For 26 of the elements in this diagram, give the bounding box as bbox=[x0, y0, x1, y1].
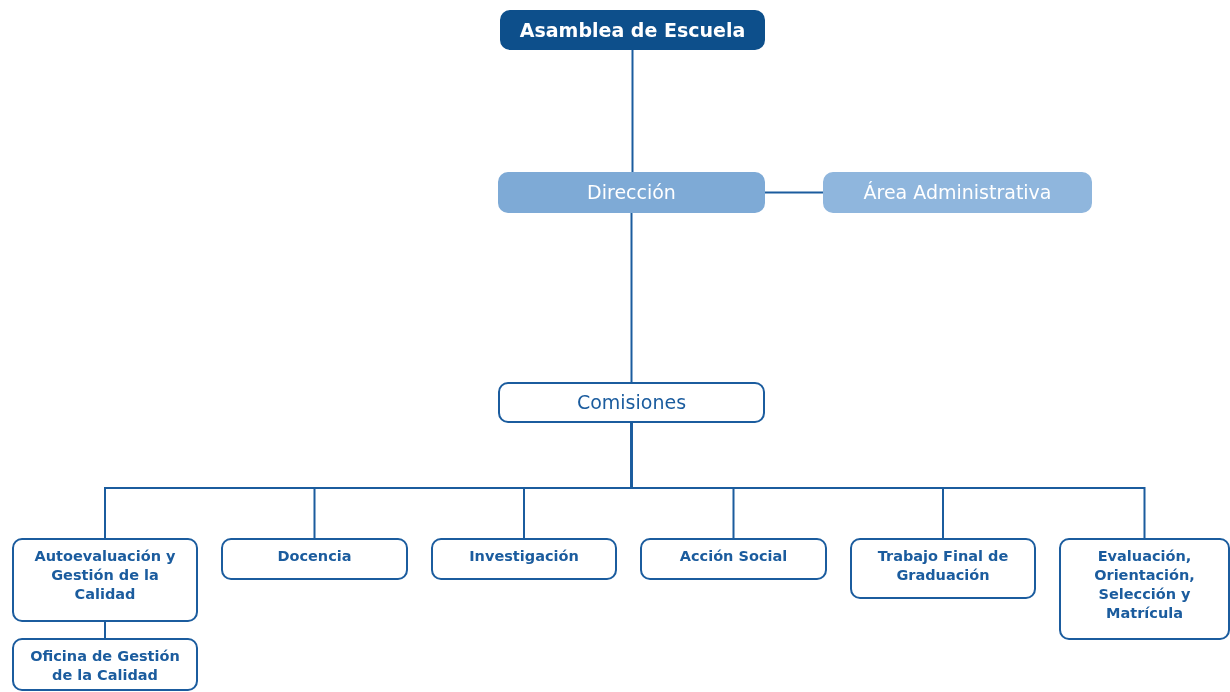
box-label: Área Administrativa bbox=[863, 180, 1052, 205]
org-box bbox=[498, 172, 765, 213]
connector-line bbox=[104, 621, 106, 639]
org-box bbox=[498, 382, 765, 423]
org-box bbox=[823, 172, 1092, 213]
org-box bbox=[431, 538, 617, 580]
org-box bbox=[500, 10, 765, 50]
box-label: Asamblea de Escuela bbox=[519, 17, 746, 43]
box-label: Comisiones bbox=[576, 390, 687, 415]
org-box bbox=[12, 538, 198, 622]
org-box bbox=[221, 538, 408, 580]
connector-line bbox=[631, 49, 634, 173]
box-label: Evaluación, Orientación, Selección y Matrícula bbox=[1093, 547, 1196, 623]
box-label: Dirección bbox=[587, 180, 676, 205]
connector-line bbox=[630, 212, 633, 383]
box-label: Docencia bbox=[277, 547, 352, 566]
org-box bbox=[1059, 538, 1230, 640]
box-label: Investigación bbox=[469, 547, 579, 566]
org-box bbox=[850, 538, 1036, 599]
org-box bbox=[640, 538, 827, 580]
box-label: Acción Social bbox=[679, 547, 788, 566]
box-label: Oficina de Gestión de la Calidad bbox=[29, 647, 181, 685]
box-label: Autoevaluación y Gestión de la Calidad bbox=[33, 547, 177, 604]
connector-line bbox=[764, 191, 824, 194]
box-label: Trabajo Final de Graduación bbox=[876, 547, 1010, 585]
org-box bbox=[12, 638, 198, 691]
